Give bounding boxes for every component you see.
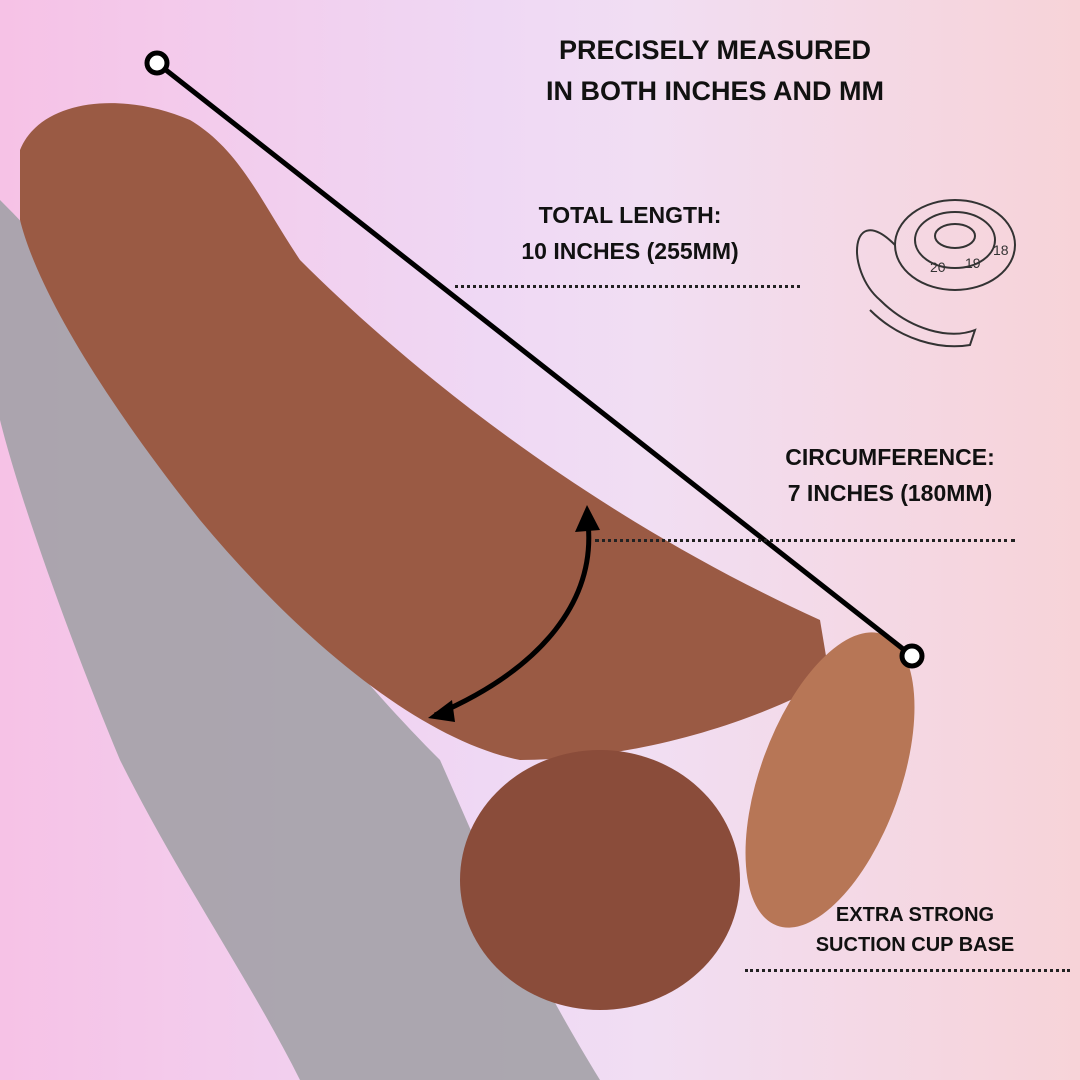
product-base bbox=[745, 632, 915, 928]
tape-number: 20 bbox=[930, 259, 946, 275]
base-line-2: SUCTION CUP BASE bbox=[815, 934, 1015, 956]
length-value: 10 INCHES (255MM) bbox=[521, 237, 739, 264]
length-endpoint-top bbox=[144, 50, 170, 76]
product-shape bbox=[20, 103, 830, 760]
headline-line-1: PRECISELY MEASURED bbox=[558, 35, 872, 65]
headline: PRECISELY MEASURED IN BOTH INCHES AND MM bbox=[480, 30, 950, 111]
circumference-callout: CIRCUMFERENCE: 7 INCHES (180MM) bbox=[740, 440, 1040, 511]
base-line-1: EXTRA STRONG bbox=[835, 904, 995, 926]
arrowhead-top bbox=[575, 505, 600, 532]
tape-measure-icon bbox=[856, 199, 1016, 348]
circumference-arrow bbox=[434, 514, 592, 718]
product-lower bbox=[460, 750, 740, 1010]
circumference-divider bbox=[595, 539, 1015, 542]
tape-number: 19 bbox=[965, 255, 981, 271]
length-label: TOTAL LENGTH: bbox=[538, 202, 722, 228]
base-divider bbox=[745, 969, 1070, 972]
base-callout: EXTRA STRONG SUCTION CUP BASE bbox=[780, 900, 1050, 960]
arrowhead-bottom bbox=[428, 700, 455, 722]
headline-line-2: IN BOTH INCHES AND MM bbox=[546, 75, 884, 106]
length-measure-line bbox=[155, 61, 914, 658]
length-callout: TOTAL LENGTH: 10 INCHES (255MM) bbox=[470, 198, 790, 269]
circumference-value: 7 INCHES (180MM) bbox=[787, 479, 993, 506]
tape-number: 18 bbox=[993, 242, 1009, 258]
circumference-label: CIRCUMFERENCE: bbox=[785, 444, 995, 470]
length-divider bbox=[455, 285, 800, 288]
length-endpoint-bottom bbox=[899, 643, 925, 669]
